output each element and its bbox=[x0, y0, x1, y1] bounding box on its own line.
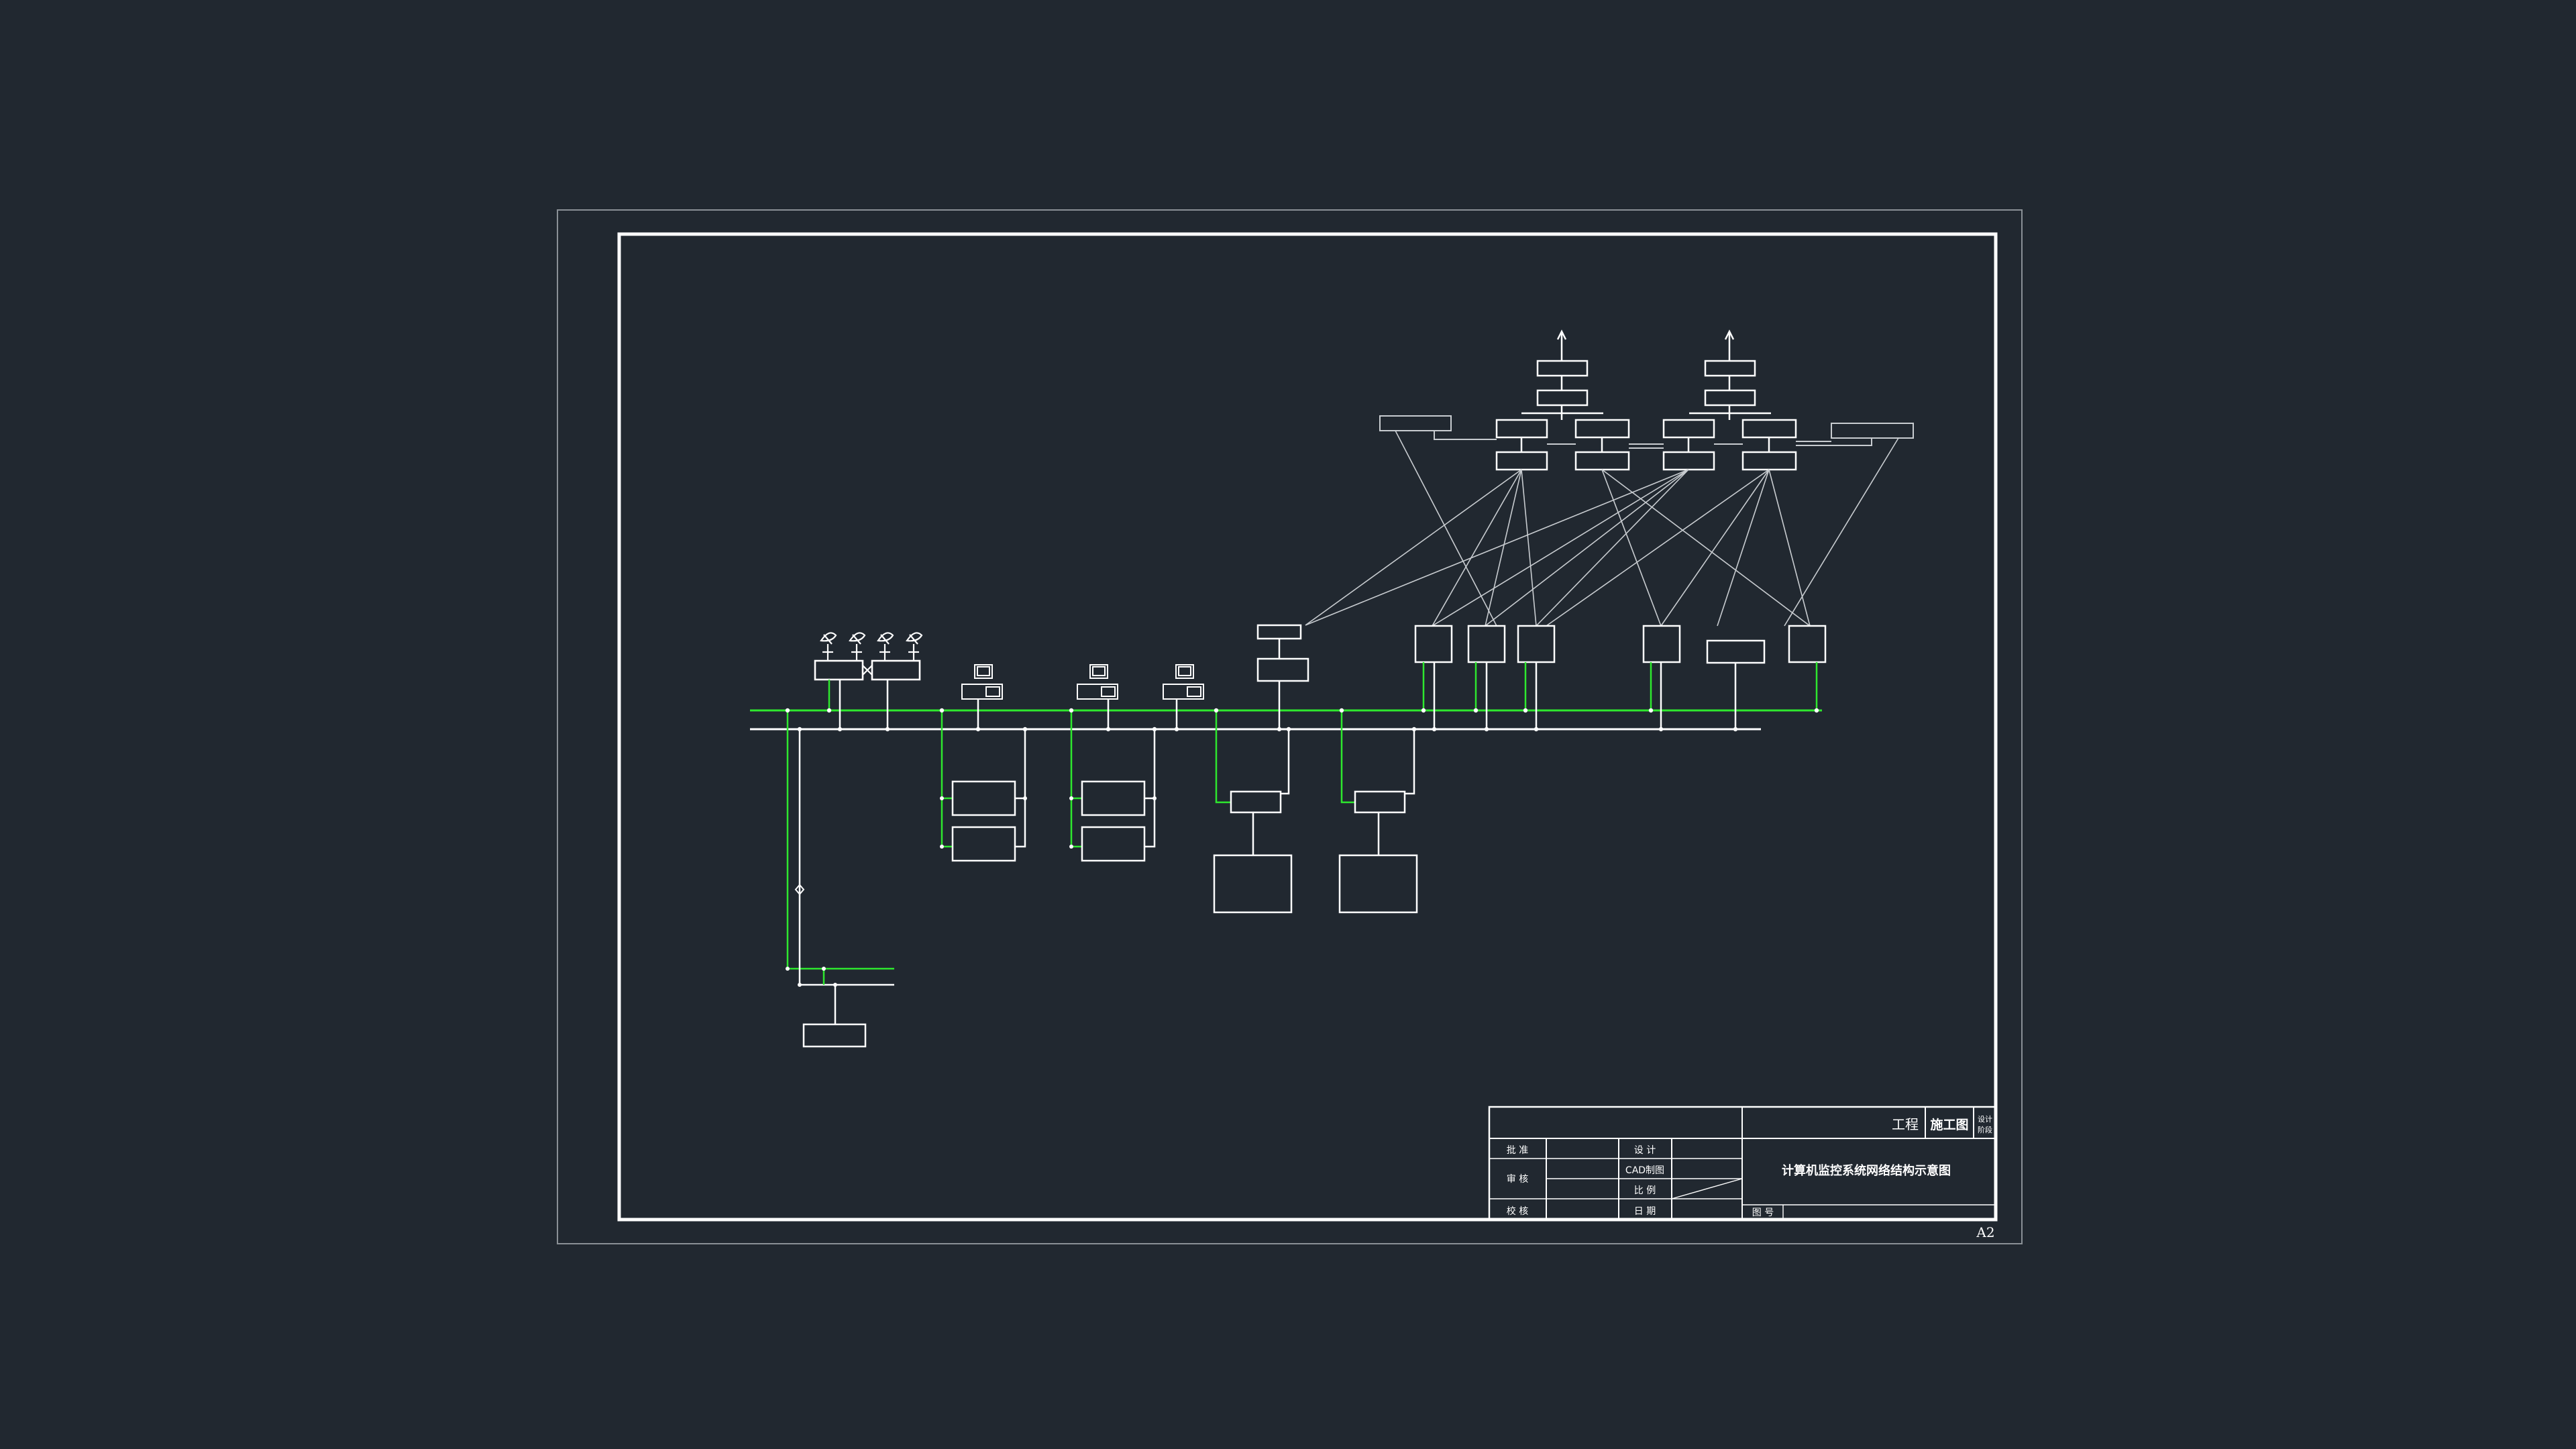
side-server-right bbox=[1831, 423, 1914, 439]
switch-row2-b bbox=[1574, 451, 1630, 471]
gateway-unit bbox=[1256, 624, 1309, 729]
title-block bbox=[1488, 1106, 1997, 1221]
workstations bbox=[961, 664, 1204, 729]
lcu-switch-box bbox=[1354, 790, 1406, 814]
drawing-number-label: 图 号 bbox=[1752, 1208, 1774, 1218]
uplink-module-right-1 bbox=[1704, 360, 1756, 377]
optical-repeater-icon bbox=[794, 883, 805, 896]
server-box-right bbox=[871, 659, 921, 681]
cad-label: CAD制图 bbox=[1625, 1165, 1664, 1176]
workstation-computer-icon bbox=[1077, 664, 1118, 700]
remote-station-box bbox=[802, 1023, 867, 1048]
satellite-dish-icon bbox=[877, 632, 894, 653]
field-devices bbox=[1414, 625, 1827, 664]
lcu-unit-2 bbox=[1338, 710, 1418, 914]
switch-row1-d bbox=[1741, 419, 1797, 439]
inner-drawing-frame bbox=[617, 232, 1998, 1222]
controller-pair-2 bbox=[1070, 710, 1156, 862]
workstation-computer-icon bbox=[961, 664, 1003, 700]
side-server-left bbox=[1379, 415, 1452, 431]
title-block-text: 工程 施工图 设计 阶段 批 准 审 核 校 核 设 计 CAD制图 比 例 日… bbox=[1507, 1115, 1992, 1218]
switch-row2-c bbox=[1662, 451, 1715, 471]
workstation-computer-icon bbox=[1163, 664, 1204, 700]
project-label: 工程 bbox=[1892, 1116, 1919, 1132]
satellite-dish-icon bbox=[849, 632, 866, 653]
switch-row1-a bbox=[1495, 419, 1548, 439]
controller-box bbox=[951, 826, 1016, 862]
outer-sheet-border bbox=[557, 209, 2023, 1244]
controller-box bbox=[1081, 780, 1146, 816]
switch-row2-a bbox=[1495, 451, 1548, 471]
stage-note-2: 阶段 bbox=[1978, 1125, 1992, 1134]
bus-junction-dots bbox=[785, 708, 1819, 987]
controller-box bbox=[1081, 826, 1146, 862]
device-box-4 bbox=[1642, 625, 1681, 663]
gateway-bottom-box bbox=[1256, 657, 1309, 682]
date-label: 日 期 bbox=[1634, 1206, 1656, 1217]
remote-branch bbox=[786, 710, 894, 1048]
sheet-size-label: A2 bbox=[1976, 1224, 1994, 1240]
controller-pair-1 bbox=[941, 710, 1026, 862]
antenna-servers bbox=[814, 632, 923, 681]
side-server-links bbox=[1379, 415, 1914, 449]
lcu-switch-box bbox=[1230, 790, 1282, 814]
device-box-5 bbox=[1706, 639, 1766, 664]
uplink-module-left-2 bbox=[1536, 389, 1589, 407]
drawing-title: 计算机监控系统网络结构示意图 bbox=[1782, 1163, 1951, 1178]
switch-row2-d bbox=[1741, 451, 1797, 471]
uplink-module-left-1 bbox=[1536, 360, 1589, 377]
check-label: 校 核 bbox=[1507, 1205, 1528, 1217]
core-switch-group bbox=[1495, 329, 1797, 471]
stage-note-1: 设计 bbox=[1978, 1115, 1992, 1124]
scale-label: 比 例 bbox=[1634, 1185, 1656, 1196]
device-box-6 bbox=[1788, 625, 1827, 663]
field-device-drops bbox=[1422, 662, 1818, 729]
approve-label: 批 准 bbox=[1507, 1145, 1528, 1156]
uplink-module-right-2 bbox=[1704, 389, 1756, 407]
device-box-3 bbox=[1517, 625, 1556, 663]
lcu-cabinet-box bbox=[1338, 854, 1418, 914]
server-box-left bbox=[814, 659, 864, 681]
gateway-top-box bbox=[1256, 624, 1302, 640]
review-label: 审 核 bbox=[1507, 1174, 1528, 1185]
device-box-1 bbox=[1414, 625, 1453, 663]
switch-row1-b bbox=[1574, 419, 1630, 439]
controller-box bbox=[951, 780, 1016, 816]
satellite-dish-icon bbox=[820, 632, 837, 653]
fiber-fanout-lines bbox=[1305, 430, 1899, 627]
lcu-cabinet-box bbox=[1213, 854, 1293, 914]
stage-label: 施工图 bbox=[1930, 1117, 1968, 1132]
device-box-2 bbox=[1467, 625, 1506, 663]
design-label: 设 计 bbox=[1634, 1145, 1656, 1156]
switch-row1-c bbox=[1662, 419, 1715, 439]
satellite-dish-icon bbox=[906, 632, 923, 653]
server-drops bbox=[828, 680, 889, 729]
lcu-unit-1 bbox=[1213, 710, 1293, 914]
